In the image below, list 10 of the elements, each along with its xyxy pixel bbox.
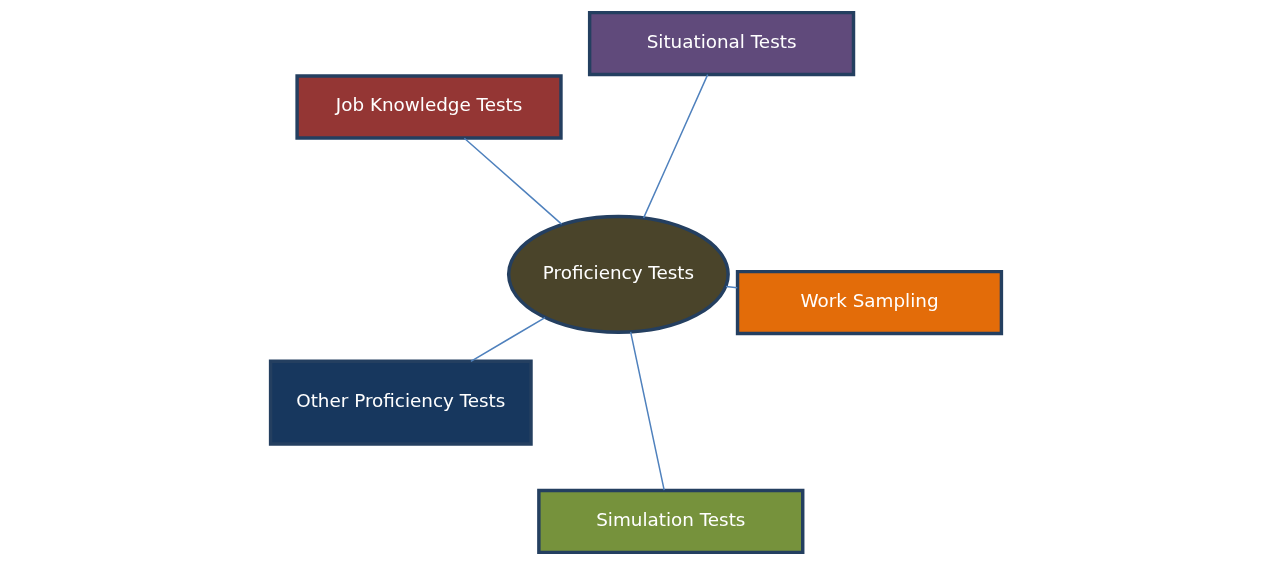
connector: [469, 316, 546, 363]
connector: [463, 137, 562, 225]
node-box: Other Proficiency Tests: [268, 359, 533, 446]
connector: [629, 331, 665, 491]
node-box: Job Knowledge Tests: [294, 74, 563, 140]
connector: [642, 73, 708, 219]
node-box: Simulation Tests: [536, 488, 804, 555]
node-box: Situational Tests: [587, 10, 855, 77]
node-box: Work Sampling: [735, 269, 1003, 336]
node-ellipse: Proficiency Tests: [506, 214, 730, 334]
